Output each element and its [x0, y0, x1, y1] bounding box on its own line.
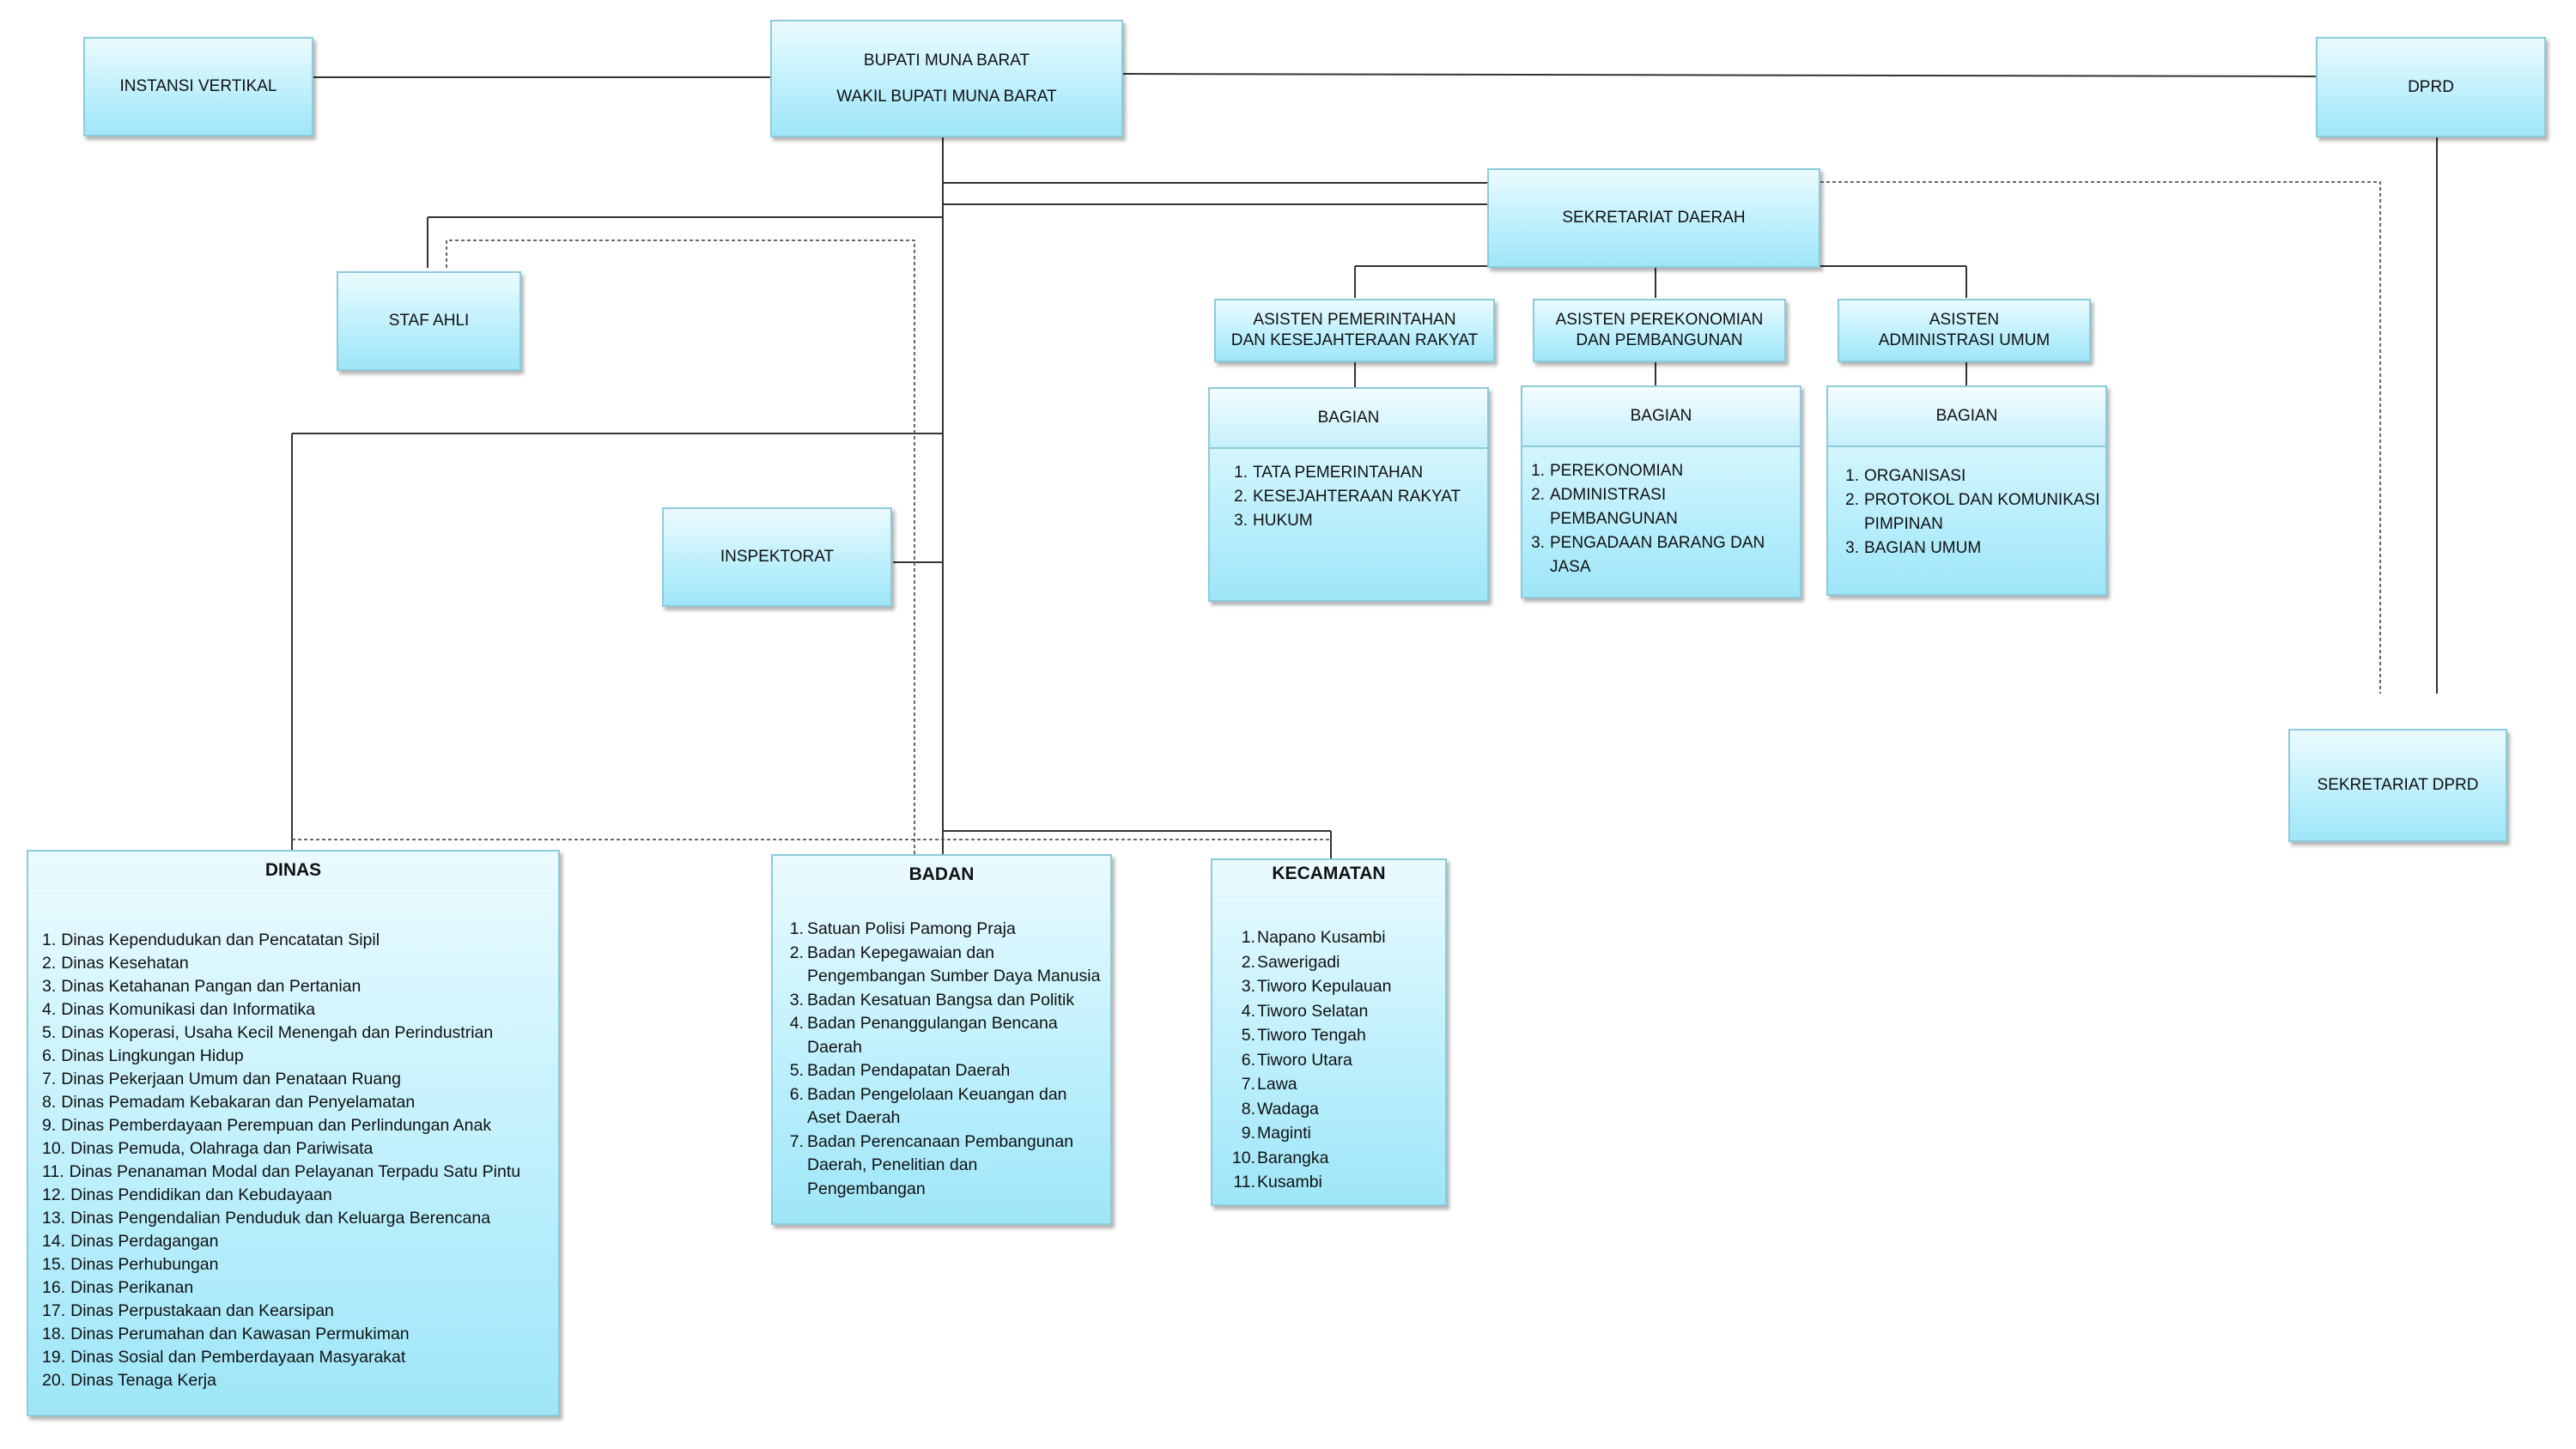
list-item: 3.Dinas Ketahanan Pangan dan Pertanian [42, 977, 361, 996]
bupati-label: BUPATI MUNA BARAT [863, 51, 1030, 70]
badan-list: 1.Satuan Polisi Pamong Praja 2.Badan Kepe… [785, 918, 1105, 1201]
dprd-label: DPRD [2408, 77, 2454, 96]
list-item: 9.Maginti [1241, 1124, 1311, 1143]
sekretariat-dprd-label: SEKRETARIAT DPRD [2317, 776, 2479, 794]
list-item: 1.Satuan Polisi Pamong Praja [789, 919, 1016, 938]
asisten-label-line1: ASISTEN PEREKONOMIAN [1555, 311, 1764, 329]
asisten-perekonomian-box: ASISTEN PEREKONOMIAN DAN PEMBANGUNAN [1533, 299, 1786, 362]
list-item: 5.Badan Pendapatan Daerah [789, 1061, 1011, 1080]
list-item: 1.ORGANISASI [1845, 467, 1966, 485]
list-item: 8.Dinas Pemadam Kebakaran dan Penyelamat… [42, 1093, 416, 1112]
kecamatan-box: KECAMATAN 1.Napano Kusambi 2.Sawerigadi 3.… [1211, 858, 1447, 1206]
list-item: 19.Dinas Sosial dan Pemberdayaan Masyara… [42, 1348, 406, 1367]
sekretariat-daerah-label: SEKRETARIAT DAERAH [1562, 209, 1746, 227]
sekretariat-dprd-box: SEKRETARIAT DPRD [2288, 729, 2507, 842]
list-item: 12.Dinas Pendidikan dan Kebudayaan [42, 1185, 332, 1204]
bagian-pemerintahan-box: BAGIAN 1.TATA PEMERINTAHAN 2.KESEJAHTERA… [1208, 387, 1489, 602]
list-item: 4.Tiworo Selatan [1241, 1001, 1369, 1021]
list-item: 2.ADMINISTRASI PEMBANGUNAN [1531, 486, 1678, 528]
list-item: 20.Dinas Tenaga Kerja [42, 1371, 216, 1390]
asisten-label-line2: ADMINISTRASI UMUM [1878, 331, 2050, 349]
asisten-pemerintahan-box: ASISTEN PEMERINTAHAN DAN KESEJAHTERAAN R… [1214, 299, 1495, 362]
inspektorat-label: INSPEKTORAT [720, 548, 835, 566]
list-item: 14.Dinas Perdagangan [42, 1232, 219, 1251]
bagian-administrasi-box: BAGIAN 1.ORGANISASI 2.PROTOKOL DAN KOMUN… [1826, 385, 2107, 596]
staf-ahli-label: STAF AHLI [388, 312, 470, 330]
list-item: 11.Dinas Penanaman Modal dan Pelayanan T… [42, 1162, 521, 1181]
list-item: 13.Dinas Pengendalian Penduduk dan Kelua… [42, 1209, 491, 1228]
list-item: 3.HUKUM [1234, 512, 1313, 530]
list-item: 8.Wadaga [1241, 1099, 1319, 1119]
list-item: 1.TATA PEMERINTAHAN [1234, 464, 1424, 482]
list-item: 5.Dinas Koperasi, Usaha Kecil Menengah d… [42, 1023, 494, 1042]
kecamatan-list: 1.Napano Kusambi 2.Sawerigadi 3.Tiworo Kep… [1230, 925, 1440, 1195]
kecamatan-title: KECAMATAN [1212, 864, 1445, 897]
asisten-label-line2: DAN PEMBANGUNAN [1576, 331, 1743, 349]
bagian-list: 1.TATA PEMERINTAHAN 2.KESEJAHTERAAN RAKY… [1229, 461, 1482, 533]
bagian-title: BAGIAN [1828, 387, 2105, 447]
staf-ahli-box: STAF AHLI [337, 271, 521, 371]
list-item: 2.Sawerigadi [1241, 952, 1340, 972]
list-item: 11.Kusambi [1233, 1173, 1322, 1191]
list-item: 15.Dinas Perhubungan [42, 1255, 219, 1274]
bagian-title: BAGIAN [1522, 387, 1800, 447]
bagian-perekonomian-box: BAGIAN 1.PEREKONOMIAN 2.ADMINISTRASI PEM… [1521, 385, 1801, 598]
bagian-title: BAGIAN [1210, 389, 1487, 449]
badan-box: BADAN 1.Satuan Polisi Pamong Praja 2.Bada… [771, 854, 1112, 1225]
list-item: 6.Dinas Lingkungan Hidup [42, 1046, 244, 1065]
dinas-list: 1.Dinas Kependudukan dan Pencatatan Sipi… [42, 929, 553, 1392]
dinas-box: DINAS 1.Dinas Kependudukan dan Pencatata… [27, 850, 560, 1416]
list-item: 16.Dinas Perikanan [42, 1278, 194, 1297]
list-item: 5.Tiworo Tengah [1241, 1026, 1366, 1045]
inspektorat-box: INSPEKTORAT [662, 507, 892, 607]
asisten-label-line1: ASISTEN PEMERINTAHAN [1253, 311, 1456, 329]
list-item: 3.BAGIAN UMUM [1845, 539, 1982, 557]
list-item: 17.Dinas Perpustakaan dan Kearsipan [42, 1301, 334, 1320]
bupati-box: BUPATI MUNA BARAT WAKIL BUPATI MUNA BARA… [770, 20, 1123, 137]
list-item: 3.PENGADAAN BARANG DAN JASA [1531, 534, 1765, 576]
list-item: 7.Lawa [1241, 1075, 1297, 1094]
list-item: 10.Barangka [1231, 1148, 1329, 1167]
dinas-title: DINAS [28, 860, 558, 894]
list-item: 1.PEREKONOMIAN [1531, 462, 1684, 480]
list-item: 2.KESEJAHTERAAN RAKYAT [1234, 488, 1461, 506]
asisten-label-line2: DAN KESEJAHTERAAN RAKYAT [1230, 331, 1479, 349]
list-item: 2.PROTOKOL DAN KOMUNIKASI PIMPINAN [1845, 491, 2100, 533]
list-item: 9.Dinas Pemberdayaan Perempuan dan Perli… [42, 1116, 492, 1135]
list-item: 7.Dinas Pekerjaan Umum dan Penataan Ruan… [42, 1070, 401, 1088]
list-item: 6.Tiworo Utara [1241, 1050, 1352, 1070]
list-item: 1.Napano Kusambi [1241, 928, 1386, 947]
list-item: 10.Dinas Pemuda, Olahraga dan Pariwisata [42, 1139, 374, 1158]
instansi-vertikal-label: INSTANSI VERTIKAL [119, 77, 277, 95]
instansi-vertikal-box: INSTANSI VERTIKAL [83, 37, 313, 136]
bagian-list: 1.PEREKONOMIAN 2.ADMINISTRASI PEMBANGUNA… [1526, 459, 1795, 579]
bagian-list: 1.ORGANISASI 2.PROTOKOL DAN KOMUNIKASI P… [1840, 464, 2100, 561]
asisten-administrasi-box: ASISTEN ADMINISTRASI UMUM [1838, 299, 2091, 362]
list-item: 3.Badan Kesatuan Bangsa dan Politik [789, 990, 1075, 1009]
dprd-box: DPRD [2316, 37, 2546, 137]
list-item: 3.Tiworo Kepulauan [1241, 977, 1392, 996]
list-item: 18.Dinas Perumahan dan Kawasan Permukima… [42, 1325, 410, 1343]
list-item: 2.Dinas Kesehatan [42, 954, 189, 973]
badan-title: BADAN [773, 864, 1110, 898]
sekretariat-daerah-box: SEKRETARIAT DAERAH [1487, 168, 1820, 268]
wakil-bupati-label: WAKIL BUPATI MUNA BARAT [836, 87, 1057, 106]
list-item: 1.Dinas Kependudukan dan Pencatatan Sipi… [42, 931, 380, 949]
list-item: 4.Dinas Komunikasi dan Informatika [42, 1000, 316, 1019]
asisten-label-line1: ASISTEN [1929, 311, 2000, 329]
